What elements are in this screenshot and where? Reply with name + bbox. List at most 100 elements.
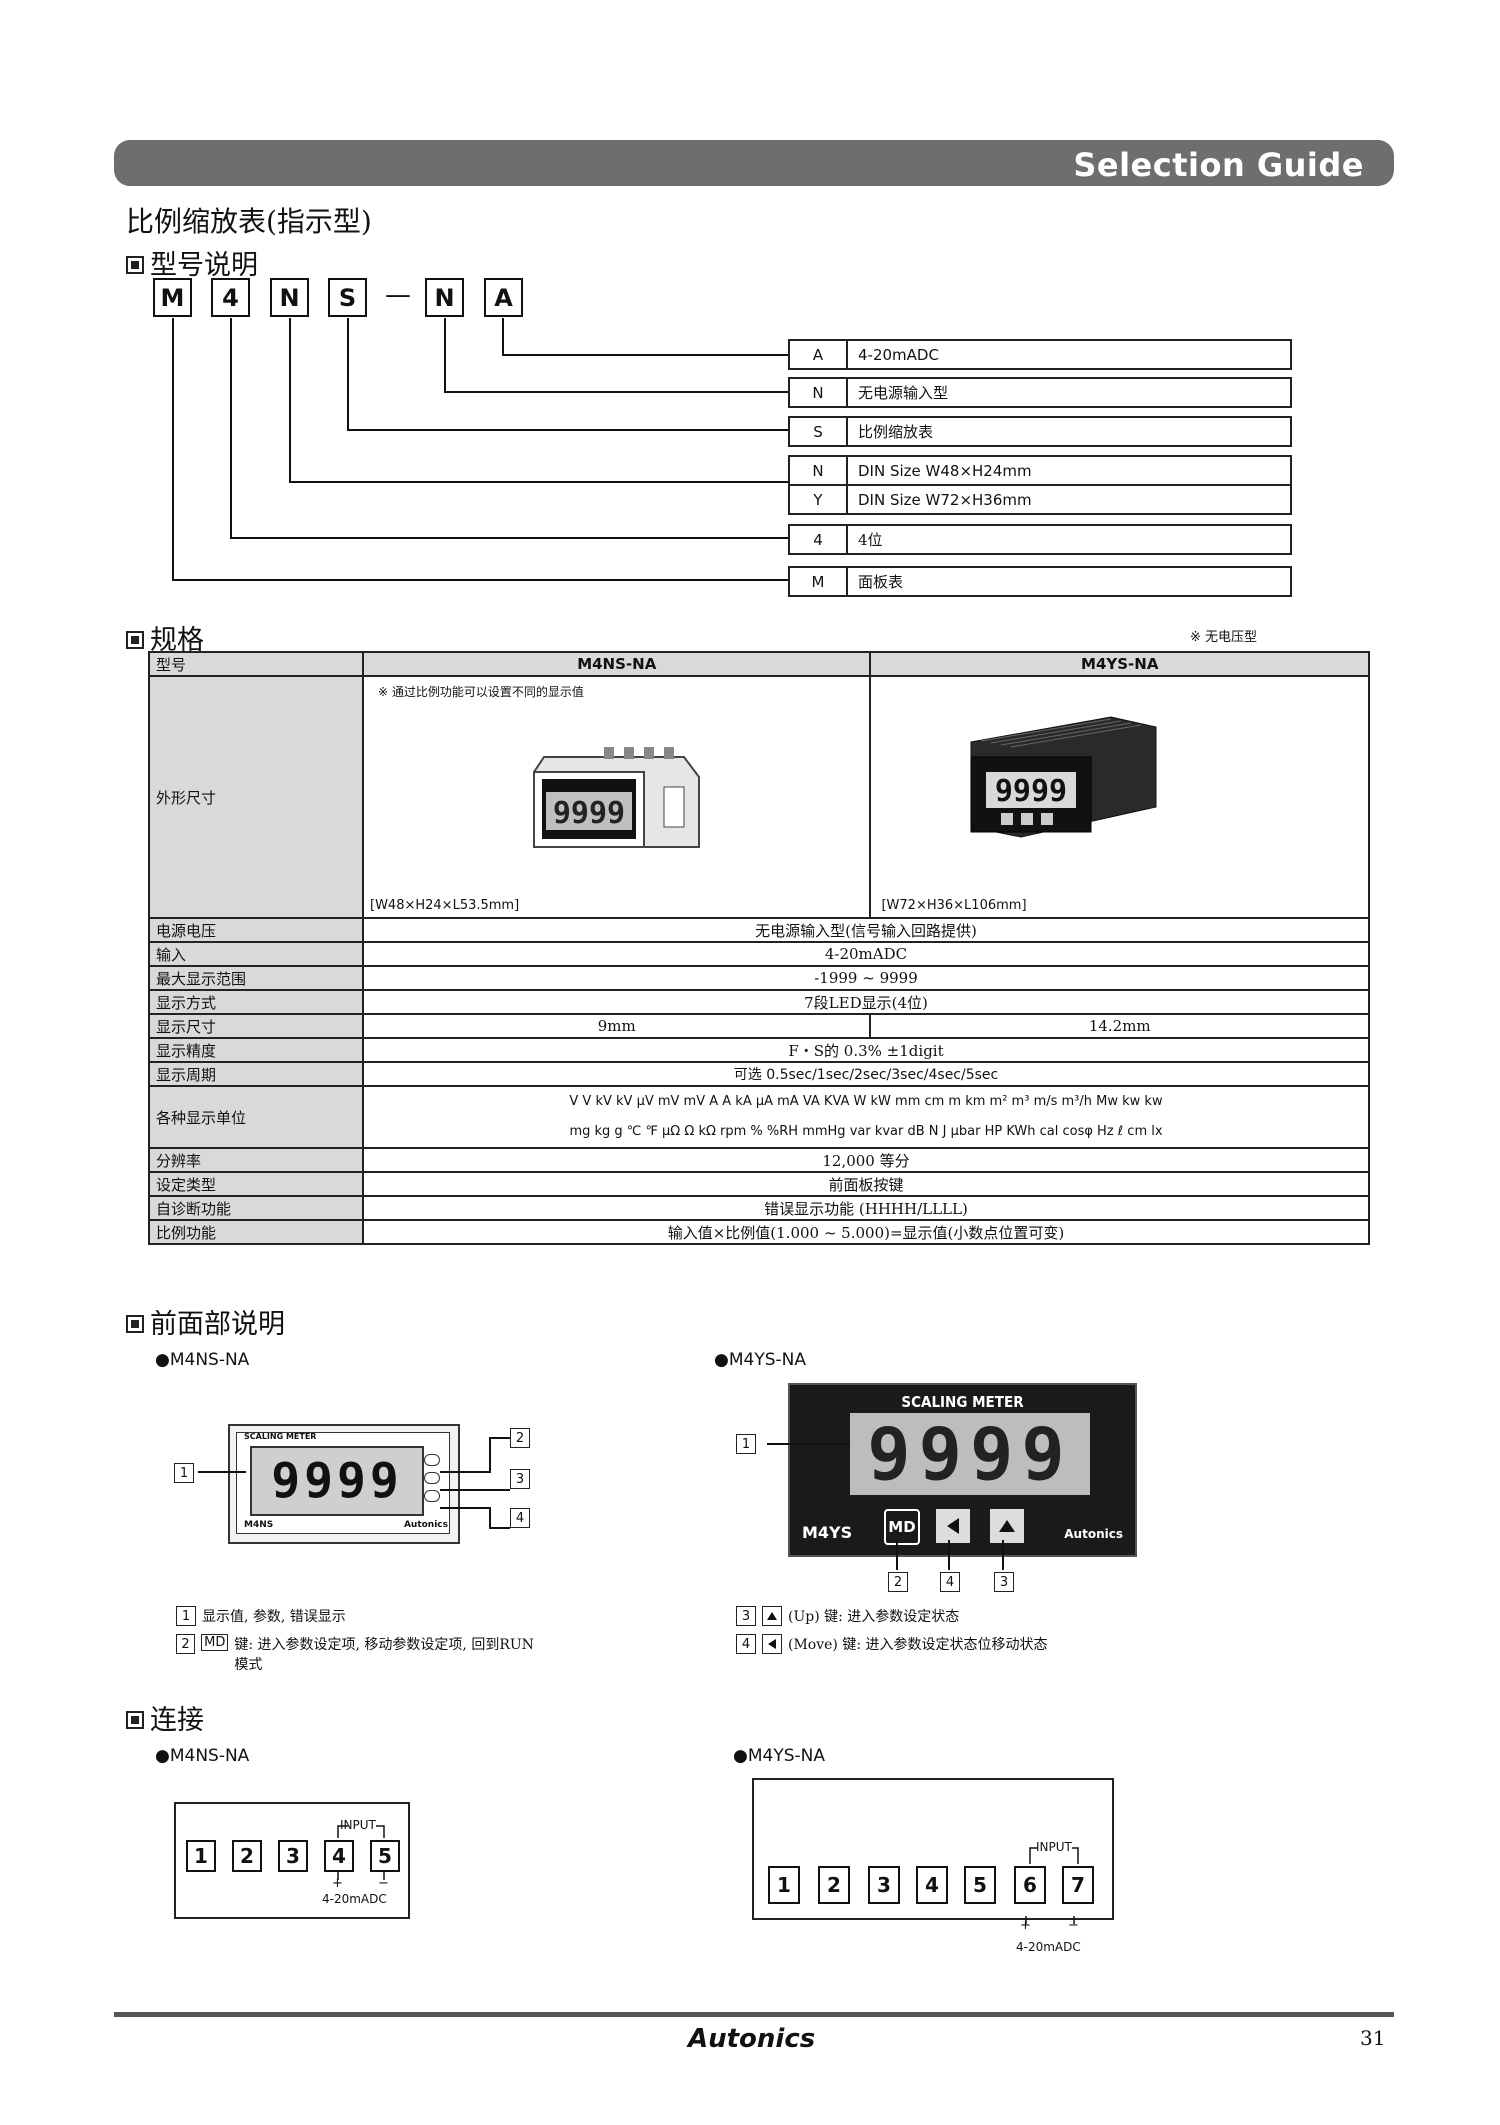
spec-value: 错误显示功能 (HHHH/LLLL)	[362, 1195, 1370, 1221]
footer-rule	[114, 2012, 1394, 2017]
outline-label: 外形尺寸	[148, 675, 364, 919]
big-callout-4: 4	[940, 1572, 960, 1592]
spec-value: F・S的 0.3% ±1digit	[362, 1037, 1370, 1063]
table-row: 比例功能输入值×比例值(1.000 ~ 5.000)=显示值(小数点位置可变)	[148, 1219, 1370, 1245]
triangle-left-icon	[947, 1518, 959, 1534]
spec-label: 输入	[148, 941, 364, 967]
units-line-1: V V kV kV µV mV mV A A kA µA mA VA KVA W…	[569, 1094, 1163, 1109]
big-callout-3: 3	[994, 1572, 1014, 1592]
left-small-icon	[762, 1634, 782, 1654]
up-key[interactable]	[424, 1472, 440, 1484]
terminal: 6	[1014, 1866, 1046, 1904]
page-number: 31	[1360, 2026, 1386, 2050]
md-key[interactable]	[424, 1454, 440, 1466]
minus-label: −	[378, 1876, 389, 1891]
spec-label: 各种显示单位	[148, 1085, 364, 1149]
square-bullet-icon	[126, 1710, 144, 1729]
square-bullet-icon	[126, 1314, 144, 1333]
desc-3: 3 (Up) 键: 进入参数设定状态	[736, 1606, 959, 1626]
spec-label: 显示周期	[148, 1061, 364, 1087]
terminal: 4	[916, 1866, 948, 1904]
square-bullet-icon	[126, 255, 144, 274]
input-label: INPUT	[340, 1818, 376, 1832]
spec-label: 显示精度	[148, 1037, 364, 1063]
big-model-label: M4YS	[802, 1523, 853, 1542]
signal-label: 4-20mADC	[322, 1892, 387, 1906]
front-m4ys-label: ●M4YS-NA	[714, 1350, 806, 1370]
big-meter-title: SCALING METER	[901, 1393, 1024, 1411]
spec-value: 输入值×比例值(1.000 ~ 5.000)=显示值(小数点位置可变)	[362, 1219, 1370, 1245]
terminal: 3	[868, 1866, 900, 1904]
big-meter-display: 9999	[850, 1412, 1090, 1496]
big-brand: Autonics	[1064, 1527, 1123, 1541]
terminal: 1	[768, 1866, 800, 1904]
callout-4: 4	[510, 1508, 530, 1528]
terminal: 2	[232, 1840, 262, 1872]
spec-label: 比例功能	[148, 1219, 364, 1245]
header-banner: Selection Guide	[114, 140, 1394, 186]
table-row: 型号 M4NS-NA M4YS-NA	[148, 651, 1370, 677]
code-box-1: M	[153, 278, 192, 317]
big-up-key[interactable]	[990, 1509, 1024, 1543]
spec-note: ※ 无电压型	[1190, 630, 1258, 645]
spec-value: 无电源输入型(信号输入回路提供)	[362, 917, 1370, 943]
conn-m4ys-label: ●M4YS-NA	[733, 1746, 825, 1766]
desc-4: 4 (Move) 键: 进入参数设定状态位移动状态	[736, 1634, 1048, 1654]
plus-label: +	[332, 1876, 343, 1891]
table-row: 设定类型前面板按键	[148, 1171, 1370, 1197]
table-row: 外形尺寸 ※ 通过比例功能可以设置不同的显示值 9999 [W48×H24×L5…	[148, 675, 1370, 919]
terminal: 4	[324, 1840, 354, 1872]
terminal: 1	[186, 1840, 216, 1872]
big-callout-1: 1	[736, 1434, 756, 1454]
up-small-icon	[762, 1606, 782, 1626]
input-label-b: INPUT	[1036, 1840, 1072, 1854]
small-meter-title: SCALING METER	[244, 1432, 317, 1441]
callout-2: 2	[510, 1428, 530, 1448]
m4ns-product-image: 9999	[533, 747, 700, 848]
code-box-2: 4	[211, 278, 250, 317]
outline-cell-a: ※ 通过比例功能可以设置不同的显示值 9999 [W48×H24×L53.5mm…	[361, 675, 872, 919]
small-brand: Autonics	[403, 1520, 448, 1530]
code-box-6: A	[484, 278, 523, 317]
header-cell: M4YS-NA	[869, 651, 1370, 677]
banner-title: Selection Guide	[1073, 146, 1364, 184]
table-row: 电源电压无电源输入型(信号输入回路提供)	[148, 917, 1370, 943]
triangle-up-icon	[999, 1520, 1015, 1532]
footer-brand: Autonics	[688, 2024, 816, 2054]
spec-label: 电源电压	[148, 917, 364, 943]
spec-value: 12,000 等分	[362, 1147, 1370, 1173]
section-connection: 连接	[126, 1698, 204, 1737]
main-title: 比例缩放表(指示型)	[126, 205, 372, 238]
code-box-4: S	[328, 278, 367, 317]
big-move-key[interactable]	[936, 1509, 970, 1543]
m4ns-callout-lines	[198, 1437, 510, 1529]
terminal: 3	[278, 1840, 308, 1872]
terminal: 5	[964, 1866, 996, 1904]
model-leader-lines	[172, 318, 788, 581]
terminal: 7	[1062, 1866, 1094, 1904]
m4ns-terminal-block: 1 2 3 4 5 INPUT + − 4-20mADC	[174, 1802, 410, 1919]
plus-label-b: +	[1020, 1918, 1031, 1933]
table-row: 各种显示单位 V V kV kV µV mV mV A A kA µA mA V…	[148, 1085, 1370, 1149]
code-box-5: N	[425, 278, 464, 317]
big-md-key[interactable]: MD	[884, 1509, 920, 1545]
move-key[interactable]	[424, 1490, 440, 1502]
spec-value-b: 14.2mm	[869, 1013, 1370, 1039]
callout-3: 3	[510, 1469, 530, 1489]
desc-2: 2 MD 键: 进入参数设定项, 移动参数设定项, 回到RUN模式	[176, 1634, 546, 1674]
section-model: 型号说明	[126, 243, 258, 282]
m4ns-image-display: 9999	[553, 796, 625, 831]
small-meter-display: 9999	[250, 1446, 424, 1516]
terminal: 5	[370, 1840, 400, 1872]
